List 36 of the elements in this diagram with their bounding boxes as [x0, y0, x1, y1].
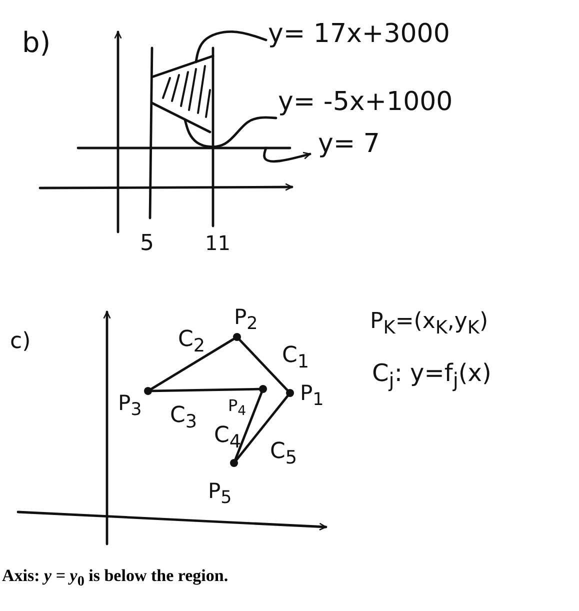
point-label: P$_{5}$: [208, 480, 232, 508]
point-label: P$_{2}$: [234, 306, 258, 334]
formula-label: C$_{j}$: y=f$_{j}$(x): [372, 360, 492, 391]
point-dot: [286, 389, 294, 397]
tick-label: 11: [205, 232, 230, 254]
curve-segment: [150, 388, 260, 392]
part-label: c): [10, 330, 31, 354]
tick-label: 5: [140, 232, 154, 256]
edge-label: C$_{5}$: [270, 440, 298, 469]
edge-label: C$_{3}$: [170, 404, 198, 433]
edge-label: C$_{2}$: [178, 328, 206, 357]
equation-label: y= -5x+1000: [278, 88, 453, 117]
graph-line: [150, 102, 212, 134]
equation-label: y= 7: [318, 130, 380, 159]
part-label: b): [22, 28, 51, 59]
graph-line: [150, 54, 214, 78]
point-label: P$_{1}$: [300, 382, 324, 410]
curve-segment: [234, 392, 263, 460]
curve-segment: [150, 338, 235, 390]
curve-segment: [238, 338, 288, 392]
point-dot: [144, 387, 152, 395]
point-label: P$_{3}$: [118, 392, 142, 420]
leader-line: [194, 30, 268, 64]
graph-line: [76, 146, 292, 150]
point-dot: [259, 385, 267, 393]
edge-label: C$_{4}$: [214, 424, 242, 453]
leader-line: [263, 146, 312, 163]
caption: Axis: y = y$_{0}$ is below the region.: [2, 566, 228, 590]
curve-segment: [235, 394, 289, 462]
equation-label: y= 17x+3000: [268, 20, 450, 49]
leader-line: [184, 116, 278, 148]
point-label: P$_{4}$: [228, 397, 246, 420]
formula-label: P$_{K}$=(x$_{K}$,y$_{K}$): [370, 310, 488, 339]
point-dot: [233, 333, 241, 341]
point-dot: [230, 459, 238, 467]
edge-label: C$_{1}$: [282, 344, 310, 373]
